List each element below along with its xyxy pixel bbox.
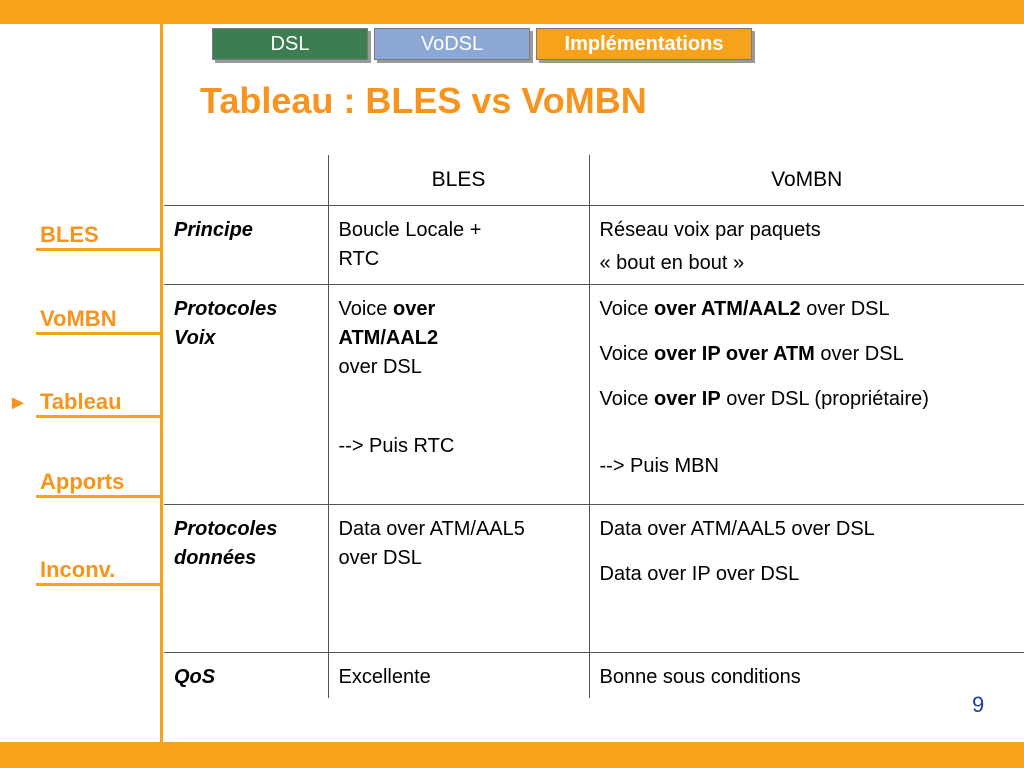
cell-text-bold: over IP	[653, 387, 721, 410]
cell-vombn: Bonne sous conditions	[599, 665, 801, 688]
nav-item-inconv[interactable]: Inconv.	[36, 557, 160, 586]
cell-text-bold: over ATM/AAL2	[653, 297, 801, 320]
tab-implementations[interactable]: Implémentations	[536, 28, 752, 60]
cell-line: --> Puis MBN	[599, 454, 719, 477]
tab-vodsl[interactable]: VoDSL	[374, 28, 530, 60]
cell-line: ATM/AAL2	[338, 326, 439, 349]
nav-item-bles[interactable]: BLES	[36, 222, 160, 251]
header-empty-cell	[164, 155, 329, 205]
cell-text: over DSL	[814, 342, 904, 365]
cell-line: Voice over IP over DSL (propriétaire)	[600, 385, 1015, 414]
cell-line: Voice over ATM/AAL2 over DSL	[600, 295, 1015, 324]
table-row: Principe Boucle Locale + RTC Réseau voix…	[164, 205, 1024, 284]
cell-line: données	[174, 546, 257, 569]
cell-bles: Excellente	[328, 652, 590, 698]
tab-dsl[interactable]: DSL	[212, 28, 368, 60]
cell-line: Protocoles	[174, 297, 278, 320]
cell-bles: Data over ATM/AAL5 over DSL	[328, 504, 590, 652]
cell-bles: Voice over ATM/AAL2 over DSL --> Puis RT…	[328, 284, 590, 504]
cell-line: Data over ATM/AAL5 over DSL	[599, 517, 875, 540]
header-bles: BLES	[328, 155, 590, 205]
table-row: Protocoles Voix Voice over ATM/AAL2 over…	[164, 284, 1024, 504]
cell-text: Voice	[599, 342, 654, 365]
cell-line: Voice over IP over ATM over DSL	[600, 340, 1015, 369]
cell-text: Voice	[338, 297, 393, 320]
nav-item-vombn[interactable]: VoMBN	[36, 306, 160, 335]
cell-vombn: Réseau voix par paquets « bout en bout »	[589, 205, 1024, 284]
cell-line: Voice over	[339, 295, 579, 324]
cell-text: Voice	[599, 387, 654, 410]
cell-line: Protocoles	[174, 517, 278, 540]
cell-line: over DSL	[338, 546, 422, 569]
cell-line: « bout en bout »	[599, 251, 745, 274]
cell-line: Voix	[174, 326, 216, 349]
cell-line: Boucle Locale +	[338, 218, 482, 241]
active-arrow-icon: ►	[8, 392, 28, 414]
bottom-accent-bar	[0, 742, 1024, 768]
row-label: QoS	[164, 652, 329, 698]
cell-text: Voice	[599, 297, 654, 320]
row-label: Principe	[164, 205, 329, 284]
cell-bles: Boucle Locale + RTC	[328, 205, 590, 284]
table-header-row: BLES VoMBN	[164, 155, 1024, 205]
cell-line: over DSL	[338, 355, 422, 378]
cell-vombn: Data over ATM/AAL5 over DSL Data over IP…	[589, 504, 1024, 652]
sidebar-divider	[160, 24, 163, 742]
cell-line: RTC	[338, 247, 380, 270]
comparison-table: BLES VoMBN Principe Boucle Locale + RTC …	[164, 155, 1024, 698]
cell-text: over DSL	[800, 297, 890, 320]
page-number: 9	[972, 692, 985, 717]
nav-item-apports[interactable]: Apports	[36, 469, 160, 498]
row-label: Protocoles Voix	[164, 284, 329, 504]
cell-line: --> Puis RTC	[338, 434, 455, 457]
cell-line: Réseau voix par paquets	[599, 218, 821, 241]
cell-text-bold: over	[392, 297, 436, 320]
top-accent-bar	[0, 0, 1024, 24]
table-row: QoS Excellente Bonne sous conditions	[164, 652, 1024, 698]
nav-item-tableau[interactable]: Tableau	[36, 389, 160, 418]
cell-vombn: Voice over ATM/AAL2 over DSL Voice over …	[589, 284, 1024, 504]
cell-text: over DSL (propriétaire)	[720, 387, 929, 410]
header-vombn: VoMBN	[771, 168, 843, 192]
cell-line: Data over IP over DSL	[599, 562, 800, 585]
row-label: Protocoles données	[164, 504, 329, 652]
cell-text-bold: over IP over ATM	[653, 342, 815, 365]
page-title: Tableau : BLES vs VoMBN	[200, 80, 647, 121]
cell-line: Data over ATM/AAL5	[338, 517, 525, 540]
table-row: Protocoles données Data over ATM/AAL5 ov…	[164, 504, 1024, 652]
